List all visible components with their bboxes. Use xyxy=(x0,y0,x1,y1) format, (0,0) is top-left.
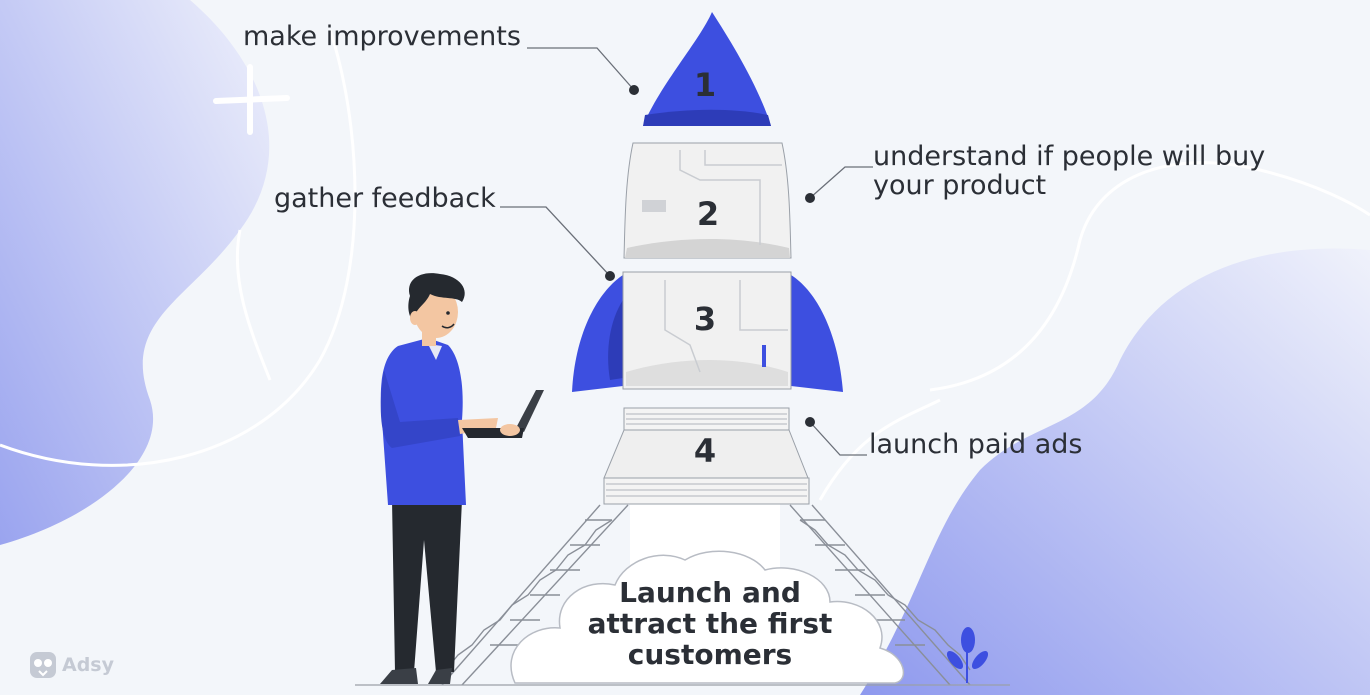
background-blob-right xyxy=(860,248,1370,695)
stage-number-1: 1 xyxy=(675,66,735,104)
stage-number-4: 4 xyxy=(675,432,735,470)
brand-icon-spacer xyxy=(30,652,56,678)
brand-logo: Adsy xyxy=(30,652,114,678)
rocket-fin-right xyxy=(791,275,843,392)
brand-name: Adsy xyxy=(62,654,114,676)
stage-number-2: 2 xyxy=(678,195,738,233)
stage-number-3: 3 xyxy=(675,300,735,338)
launch-caption: Launch and attract the first customers xyxy=(580,577,840,670)
step-1-label: make improvements xyxy=(243,22,521,51)
step-4-label: launch paid ads xyxy=(869,430,1082,459)
step-2-label: understand if people will buy your produ… xyxy=(873,142,1265,200)
step-3-label: gather feedback xyxy=(274,184,496,213)
